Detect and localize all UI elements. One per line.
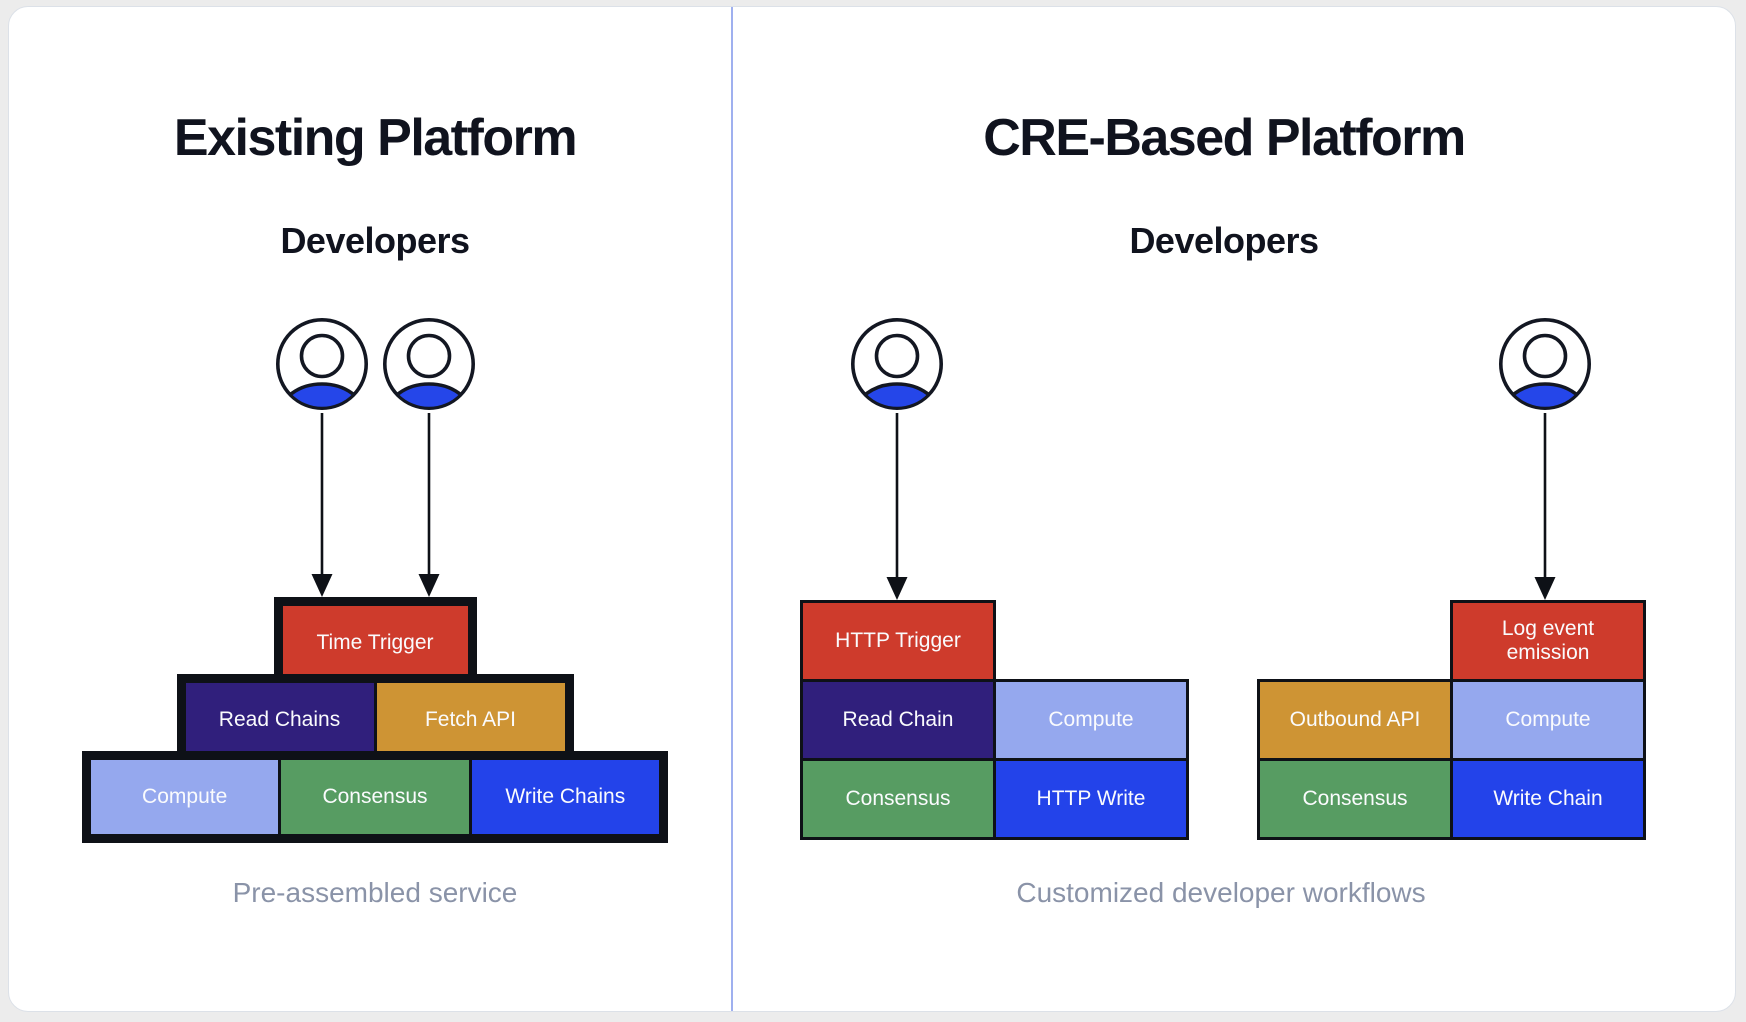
arrow-down-icon	[884, 413, 910, 605]
arrow-down-icon	[416, 413, 442, 602]
pyramid-block: Fetch API	[376, 683, 565, 757]
developer-icon	[849, 315, 945, 415]
workflow-cell: Read Chain	[803, 682, 993, 758]
pyramid-block: Read Chains	[185, 683, 374, 757]
pyramid-block: Time Trigger	[282, 606, 468, 680]
left-panel-title: Existing Platform	[173, 109, 578, 167]
developer-icon	[1497, 315, 1593, 415]
workflow-cell: HTTP Trigger	[803, 603, 993, 679]
workflow-cell: Outbound API	[1260, 682, 1450, 758]
arrow-down-icon	[309, 413, 335, 602]
pyramid-block: Write Chains	[471, 760, 659, 834]
right-caption: Customized developer workflows	[1016, 877, 1426, 908]
workflow-cell: Write Chain	[1453, 761, 1643, 837]
workflow-cell: Log event emission	[1453, 603, 1643, 679]
developer-icon	[274, 315, 370, 415]
workflow-cell: HTTP Write	[996, 761, 1186, 837]
diagram-canvas	[8, 6, 1736, 1012]
left-developers-label: Developers	[280, 220, 470, 261]
arrow-down-icon	[1532, 413, 1558, 605]
workflow-cell: Consensus	[1260, 761, 1450, 837]
right-developers-label: Developers	[1129, 220, 1319, 261]
right-panel-title: CRE-Based Platform	[983, 109, 1466, 167]
pyramid-block: Compute	[91, 760, 279, 834]
workflow-cell: Compute	[996, 682, 1186, 758]
developer-icon	[381, 315, 477, 415]
left-caption: Pre-assembled service	[232, 877, 518, 908]
workflow-cell: Consensus	[803, 761, 993, 837]
panel-divider	[731, 7, 733, 1011]
pyramid-block: Consensus	[281, 760, 469, 834]
workflow-cell: Compute	[1453, 682, 1643, 758]
